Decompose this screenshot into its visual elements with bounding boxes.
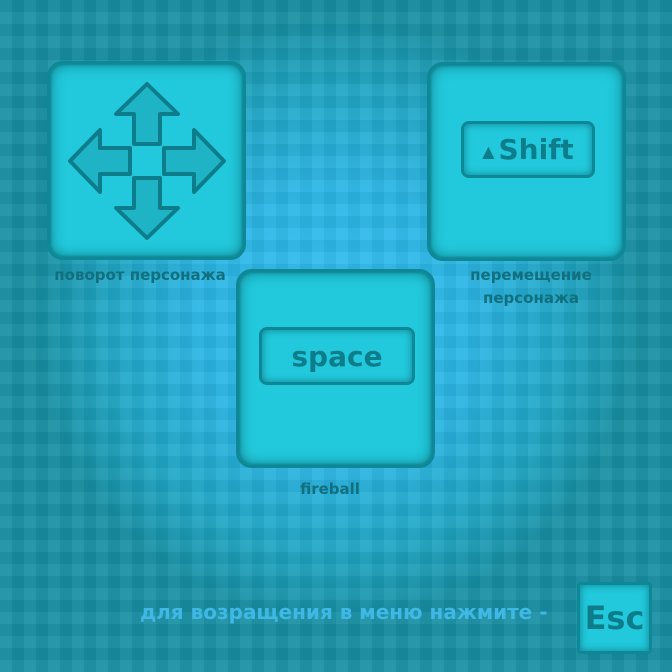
return-to-menu-hint: для возращения в меню нажмите - — [140, 600, 548, 624]
shift-key-label: Shift — [498, 133, 574, 166]
shift-arrow-icon: ▲ — [482, 142, 495, 161]
space-key: space — [259, 327, 415, 385]
rotate-control-panel — [47, 61, 246, 260]
rotate-caption: поворот персонажа — [54, 266, 226, 284]
arrow-down-icon — [114, 176, 180, 240]
shift-key: ▲ Shift — [461, 121, 595, 178]
move-control-panel: ▲ Shift — [427, 62, 626, 261]
move-caption: перемещение персонажа — [470, 266, 592, 307]
space-key-label: space — [291, 339, 383, 373]
arrow-up-icon — [114, 82, 180, 146]
esc-button[interactable]: Esc — [577, 582, 652, 654]
arrow-right-icon — [162, 128, 226, 194]
arrow-left-icon — [68, 128, 132, 194]
fire-caption: fireball — [300, 480, 360, 498]
arrow-keys-icon — [68, 82, 226, 240]
fire-control-panel: space — [236, 269, 435, 468]
